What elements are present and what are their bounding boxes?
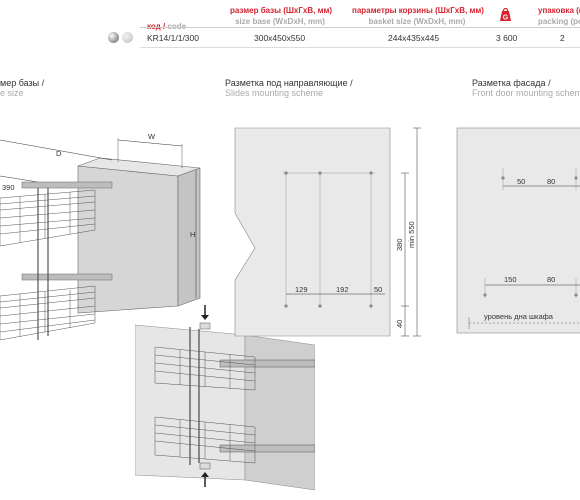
dim-d-label: D [56, 149, 62, 158]
size-base-header: размер базы (ШхГхВ, мм) size base (WxDxH… [230, 6, 333, 26]
dim-w-label: W [148, 132, 156, 141]
detail-upper-basket [154, 346, 256, 391]
dim-50-label: 50 [374, 285, 382, 294]
basket-size-header-en: basket size (WxDxH, mm) [368, 17, 466, 26]
detail-lower-basket [154, 416, 256, 464]
slides-scheme-title-ru: Разметка под направляющие / [225, 78, 353, 88]
clip-top-icon [199, 322, 211, 330]
slides-mounting-scheme: 129 192 50 380 min 550 40 [234, 127, 421, 337]
row-divider [140, 47, 580, 48]
packing-header-en: packing (pc [538, 17, 580, 26]
base-size-title: мер базы / e size [0, 78, 44, 98]
dim-min550-label: min 550 [407, 221, 416, 248]
slide-mount-detail-drawing [135, 305, 315, 491]
header-divider [140, 27, 580, 28]
front-dim-150-label: 150 [504, 275, 517, 284]
slides-scheme-title-en: Slides mounting scheme [225, 88, 324, 98]
table-row: KR14/1/1/300 300x450x550 244x435x445 3 6… [0, 30, 580, 48]
price-cell: 3 600 [496, 33, 518, 43]
base-size-title-en: e size [0, 88, 24, 98]
front-scheme-title-ru: Разметка фасада / [472, 78, 551, 88]
packing-header: упаковка (ш packing (pc [538, 6, 580, 26]
basket-size-header-ru: параметры корзины (ШхГхВ, мм) [352, 6, 484, 15]
packing-header-ru: упаковка (ш [538, 6, 580, 15]
dim-129-label: 129 [295, 285, 308, 294]
dim-390-label: 390 [2, 183, 15, 192]
cabinet-isometric-drawing: W D 390 H [0, 132, 201, 341]
front-mounting-scheme: 50 80 150 80 уровень дна шкафа [456, 127, 580, 334]
front-scheme-title: Разметка фасада / Front door mounting sc… [472, 78, 580, 98]
color-swatch-chrome-icon [108, 32, 119, 43]
svg-text:G: G [503, 15, 509, 22]
size-base-cell: 300x450x550 [254, 33, 306, 43]
base-size-title-ru: мер базы / [0, 78, 45, 88]
dim-192-label: 192 [336, 285, 349, 294]
slides-scheme-title: Разметка под направляющие / Slides mount… [225, 78, 353, 98]
clip-bottom-icon [199, 462, 211, 470]
cabinet-bottom-label: уровень дна шкафа [484, 312, 554, 321]
code-header-en: code [167, 22, 186, 31]
arrow-up-icon [201, 472, 209, 487]
front-dim-80a-label: 80 [547, 177, 555, 186]
code-header-ru: код [147, 22, 161, 31]
packing-cell: 2 [560, 33, 565, 43]
color-swatch-gray-icon [122, 32, 133, 43]
code-header: код / code [147, 16, 186, 34]
dim-40-label: 40 [395, 320, 404, 328]
front-dim-50-label: 50 [517, 177, 525, 186]
price-weight-icon: G [499, 7, 512, 22]
size-base-header-ru: размер базы (ШхГхВ, мм) [230, 6, 333, 15]
front-dim-80b-label: 80 [547, 275, 555, 284]
table-header: код / code размер базы (ШхГхВ, мм) size … [0, 0, 580, 31]
dim-h-label: H [190, 230, 195, 239]
basket-size-cell: 244x435x445 [388, 33, 440, 43]
basket-size-header: параметры корзины (ШхГхВ, мм) basket siz… [352, 6, 484, 26]
front-scheme-title-en: Front door mounting scheme [472, 88, 580, 98]
code-cell: KR14/1/1/300 [147, 33, 199, 43]
size-base-header-en: size base (WxDxH, mm) [235, 17, 325, 26]
dim-380-label: 380 [395, 238, 404, 251]
arrow-down-icon [201, 305, 209, 320]
